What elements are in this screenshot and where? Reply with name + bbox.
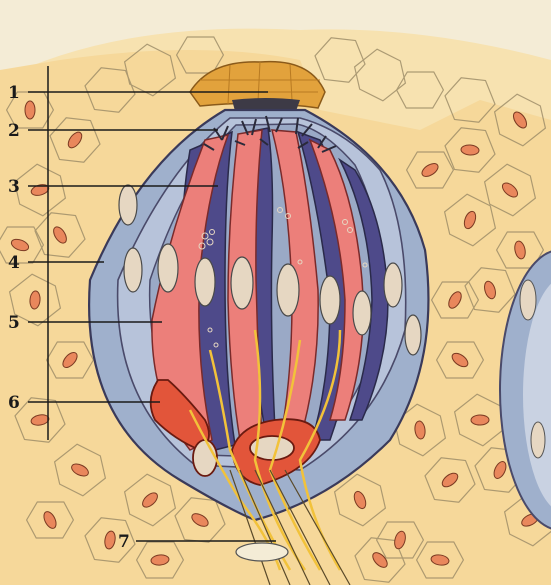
label-4: 4 [8, 253, 20, 273]
label-7: 7 [118, 532, 130, 552]
epithelial-nucleus [471, 415, 489, 425]
label-1: 1 [8, 83, 20, 103]
nerve-sheath-nucleus [236, 543, 288, 561]
label-3: 3 [8, 177, 20, 197]
epithelial-nucleus [25, 101, 35, 119]
label-5: 5 [8, 313, 20, 333]
label-2: 2 [8, 121, 20, 141]
label-6: 6 [8, 393, 20, 413]
